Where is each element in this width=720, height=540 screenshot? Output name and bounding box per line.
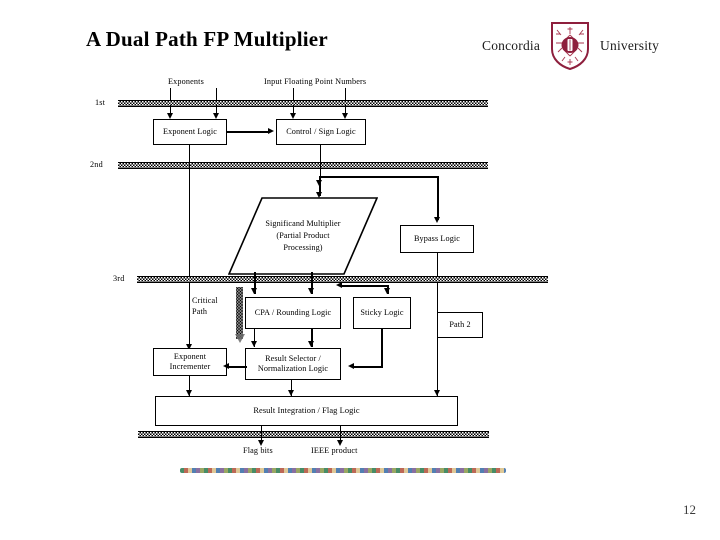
input-line-fp-a [293,88,295,102]
block-control-sign-logic[interactable]: Control / Sign Logic [276,119,366,145]
output-line-flag-bits [261,426,263,444]
result-selector-line1: Result Selector / [265,353,321,363]
pipeline-label-2nd: 2nd [90,160,103,169]
edge-selector-to-integration [291,380,293,396]
block-exponent-incrementer[interactable]: Exponent Incrementer [153,348,227,376]
edge-multiplier-out-a-arrowhead [250,288,257,294]
reg1-line-d [345,105,347,117]
concordia-shield-crest-icon [551,22,590,71]
edge-selector-integration-arrowhead [287,390,294,396]
pipeline-register-3rd [137,276,548,283]
input-line-exponents-b [216,88,218,102]
reg1-line-c [293,105,295,117]
edge-control-to-bypass-bus [320,176,438,179]
critical-path-line2: Path [192,306,208,316]
block-cpa-rounding-logic[interactable]: CPA / Rounding Logic [245,297,341,329]
edge-to-sticky [341,285,389,288]
annotation-critical-path: Critical Path [192,296,234,317]
block-bypass-logic[interactable]: Bypass Logic [400,225,474,253]
reg1-line-a [170,105,172,117]
input-label-exponents: Exponents [168,77,204,86]
pipeline-label-1st: 1st [95,98,106,107]
edge-sticky-down [381,329,384,368]
block-path-2[interactable]: Path 2 [437,312,483,338]
result-selector-line2: Normalization Logic [257,364,329,373]
edge-bypass-integration-arrowhead [433,390,440,396]
reg1-arrowhead-b [212,113,219,119]
output-line-ieee-product [340,426,342,444]
reg1-line-b [216,105,218,117]
edge-cpa-out-b-arrowhead [307,341,314,347]
exponent-incrementer-line2: Incrementer [169,362,211,371]
pipeline-label-3rd: 3rd [113,274,125,283]
brand-word-university: University [600,38,660,53]
edge-multiplier-arrowhead [316,192,322,198]
decorative-divider [180,468,506,473]
edge-incrementer-to-integration [189,376,191,396]
critical-path-arrowhead [234,334,245,343]
edge-control-to-multiplier [319,176,322,196]
parallelogram-shape [228,197,378,275]
edge-selector-to-incrementer [227,366,247,369]
pipeline-register-2nd [118,162,488,169]
brand-word-concordia: Concordia [482,38,541,53]
edge-multiplier-out-b [311,272,314,294]
critical-path-dotted-arrow [236,287,243,339]
block-result-selector[interactable]: Result Selector / Normalization Logic [245,348,341,380]
edge-exponent-to-incrementer [189,145,191,349]
edge-exponent-incrementer-arrowhead [185,344,192,350]
input-line-fp-b [345,88,347,102]
concordia-brand: Concordia University [482,18,714,74]
block-sticky-logic[interactable]: Sticky Logic [353,297,411,329]
page-number: 12 [683,502,696,517]
block-exponent-logic[interactable]: Exponent Logic [153,119,227,145]
edge-control-down [320,145,322,178]
edge-cpa-out-b [311,329,314,347]
reg1-arrowhead-a [166,113,173,119]
block-significand-multiplier[interactable]: Significand Multiplier (Partial Product … [228,197,378,275]
edge-exponent-to-control-arrowhead [268,127,274,134]
edge-to-sticky-arrowhead [383,288,390,294]
edge-bypass-arrowhead [433,217,440,223]
edge-multiplier-out-a [254,272,257,294]
edge-exponent-to-control [227,131,269,134]
edge-to-sticky-left-arrowhead [336,281,342,288]
edge-selector-to-incrementer-arrowhead [223,363,229,369]
input-line-exponents-a [170,88,172,102]
edge-cpa-out-a-arrowhead [250,341,257,347]
block-result-integration[interactable]: Result Integration / Flag Logic [155,396,458,426]
edge-bypass-down [436,176,439,220]
output-label-flag-bits: Flag bits [243,446,273,455]
edge-sticky-to-selector [353,366,382,369]
edge-multiplier-arrowhead-inner [316,180,322,186]
exponent-incrementer-line1: Exponent [173,351,207,361]
output-arrowhead-flag-bits [257,440,264,446]
edge-multiplier-out-b-arrowhead [307,288,314,294]
pipeline-register-output [138,431,489,438]
edge-incrementer-integration-arrowhead [185,390,192,396]
page-title: A Dual Path FP Multiplier [86,27,328,51]
output-label-ieee-product: IEEE product [311,446,358,455]
edge-sticky-to-selector-arrowhead [348,363,354,369]
pipeline-register-1st [118,100,488,107]
input-label-input-floating-point-numbers: Input Floating Point Numbers [264,77,367,86]
reg1-arrowhead-c [289,113,296,119]
output-arrowhead-ieee-product [336,440,343,446]
reg1-arrowhead-d [341,113,348,119]
critical-path-line1: Critical [192,296,218,305]
edge-cpa-out-a [254,329,256,347]
